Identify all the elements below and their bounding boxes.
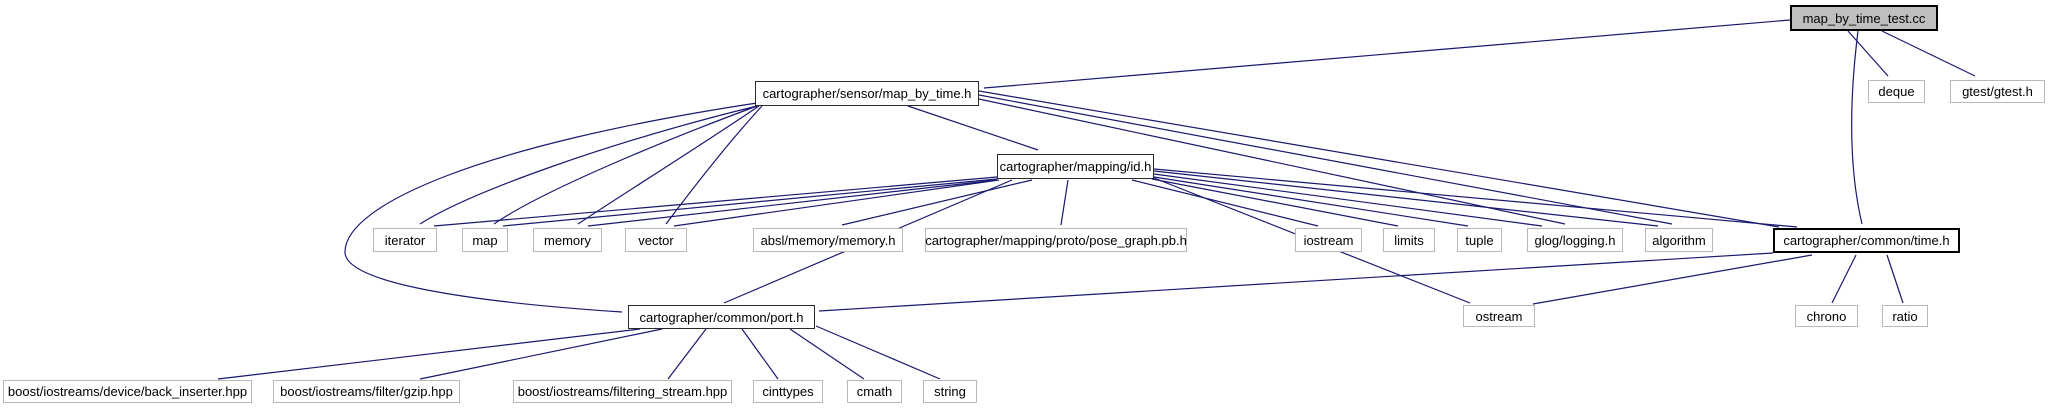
- node-time[interactable]: cartographer/common/time.h: [1773, 228, 1960, 253]
- edge-mbt-map: [493, 105, 758, 225]
- node-id[interactable]: cartographer/mapping/id.h: [997, 154, 1154, 179]
- node-label: absl/memory/memory.h: [760, 232, 896, 248]
- node-ratio: ratio: [1882, 305, 1928, 327]
- edge-test-mbt: [983, 19, 1791, 89]
- node-chrono: chrono: [1795, 305, 1858, 327]
- node-string: string: [923, 380, 977, 403]
- node-label: boost/iostreams/filter/gzip.hpp: [280, 384, 453, 399]
- node-ostream: ostream: [1463, 305, 1535, 327]
- edge-mbt-iterator: [419, 105, 758, 225]
- node-label: iostream: [1303, 232, 1354, 248]
- edge-port-fstream: [667, 328, 707, 380]
- node-label: cinttypes: [762, 384, 814, 399]
- node-label: map_by_time_test.cc: [1802, 10, 1926, 26]
- edge-time-port: [818, 252, 1774, 312]
- edge-time-ratio: [1886, 254, 1904, 304]
- edge-id-iterator: [433, 176, 998, 227]
- node-label: cartographer/common/port.h: [639, 309, 804, 325]
- edge-mbt-algorithm: [978, 94, 1673, 225]
- node-label: iterator: [384, 232, 426, 248]
- node-pose: cartographer/mapping/proto/pose_graph.pb…: [925, 228, 1187, 252]
- node-label: string: [934, 384, 966, 399]
- node-label: deque: [1878, 84, 1915, 99]
- edge-time-ostream: [1532, 254, 1813, 305]
- node-label: ratio: [1892, 308, 1918, 324]
- edge-port-string: [815, 325, 941, 380]
- node-label: memory: [544, 232, 591, 248]
- node-gzip: boost/iostreams/filter/gzip.hpp: [273, 380, 460, 403]
- edge-id-iostream: [1131, 179, 1319, 227]
- node-label: vector: [638, 232, 674, 248]
- node-label: ostream: [1475, 308, 1523, 324]
- node-limits: limits: [1383, 228, 1435, 252]
- node-cinttypes: cinttypes: [753, 380, 823, 403]
- edge-id-limits: [1151, 178, 1399, 227]
- edge-id-time: [1153, 168, 1798, 228]
- node-gtest: gtest/gtest.h: [1950, 80, 2045, 103]
- node-label: cmath: [856, 384, 893, 399]
- edge-id-glog: [1153, 173, 1543, 227]
- node-port[interactable]: cartographer/common/port.h: [628, 305, 815, 329]
- node-fstream: boost/iostreams/filtering_stream.hpp: [513, 380, 732, 403]
- edge-mbt-port: [344, 102, 758, 313]
- edge-mbt-time: [978, 90, 1780, 228]
- node-memory: memory: [533, 228, 602, 252]
- node-label: algorithm: [1652, 232, 1706, 248]
- edge-test-gtest: [1881, 30, 1976, 77]
- node-label: cartographer/mapping/proto/pose_graph.pb…: [925, 232, 1187, 248]
- node-label: boost/iostreams/device/back_inserter.hpp: [7, 384, 248, 399]
- node-label: tuple: [1465, 232, 1494, 248]
- node-mbt[interactable]: cartographer/sensor/map_by_time.h: [755, 81, 979, 106]
- edge-id-vector: [673, 179, 1000, 227]
- node-label: glog/logging.h: [1534, 232, 1616, 248]
- node-label: cartographer/sensor/map_by_time.h: [762, 86, 972, 101]
- edge-id-pose: [1060, 179, 1069, 226]
- edge-id-tuple: [1153, 176, 1469, 227]
- node-label: chrono: [1806, 308, 1847, 324]
- edge-id-algorithm: [1153, 170, 1659, 227]
- edge-time-chrono: [1831, 254, 1857, 304]
- edge-id-memory: [587, 179, 998, 227]
- node-vector: vector: [625, 228, 687, 252]
- node-label: boost/iostreams/filtering_stream.hpp: [517, 384, 728, 399]
- edge-mbt-id: [907, 105, 1039, 151]
- edge-test-time: [1851, 30, 1863, 225]
- edge-port-cinttypes: [741, 328, 779, 380]
- node-label: map: [472, 232, 498, 248]
- node-iterator: iterator: [373, 228, 437, 252]
- edge-mbt-vector: [665, 105, 763, 225]
- node-glog: glog/logging.h: [1527, 228, 1623, 252]
- node-label: cartographer/mapping/id.h: [999, 159, 1152, 174]
- edge-port-binserter: [217, 328, 641, 380]
- edge-test-deque: [1847, 30, 1889, 77]
- node-map: map: [462, 228, 508, 252]
- node-absl: absl/memory/memory.h: [753, 228, 903, 252]
- node-label: limits: [1394, 232, 1424, 248]
- node-deque: deque: [1868, 80, 1925, 103]
- node-binserter: boost/iostreams/device/back_inserter.hpp: [3, 380, 252, 403]
- edge-mbt-memory: [577, 105, 760, 225]
- node-algorithm: algorithm: [1645, 228, 1713, 252]
- edge-port-cmath: [789, 328, 865, 380]
- edge-id-map: [502, 178, 998, 227]
- node-label: gtest/gtest.h: [1962, 84, 2033, 99]
- edge-port-gzip: [419, 328, 663, 380]
- edge-id-absl: [841, 179, 1033, 226]
- edge-mbt-glog: [978, 98, 1566, 225]
- node-tuple: tuple: [1457, 228, 1502, 252]
- node-test: map_by_time_test.cc: [1790, 5, 1938, 31]
- node-iostream: iostream: [1295, 228, 1362, 252]
- node-cmath: cmath: [847, 380, 902, 403]
- node-label: cartographer/common/time.h: [1783, 233, 1950, 248]
